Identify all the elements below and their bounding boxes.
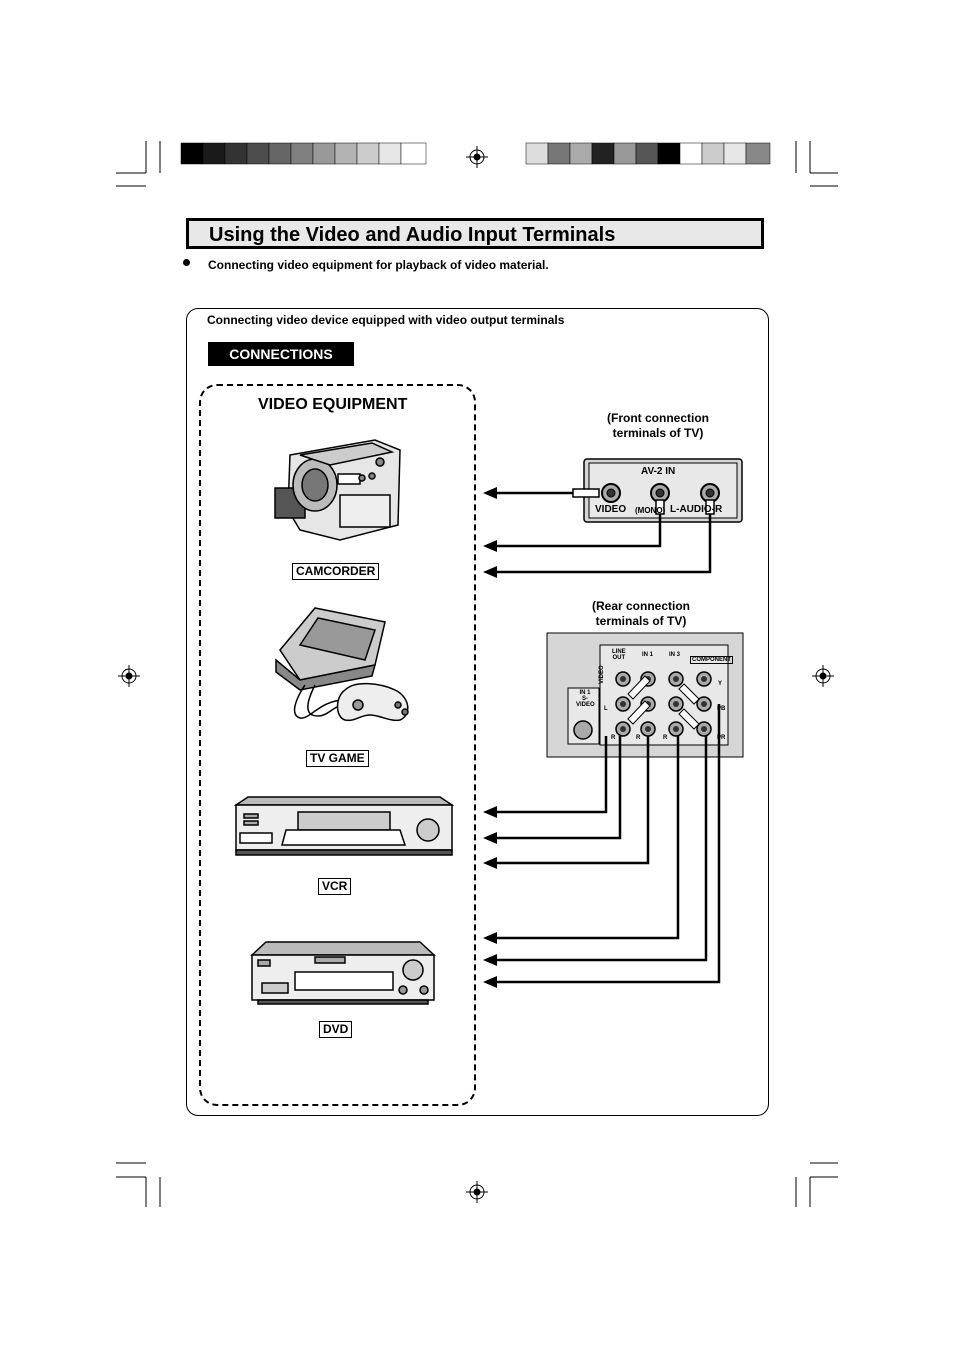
in1-svideo-label: IN 1 S-VIDEO bbox=[576, 690, 595, 708]
equipment-box bbox=[199, 384, 476, 1106]
intro-text: Connecting video equipment for playback … bbox=[208, 258, 549, 272]
line-out-label: LINE OUT bbox=[612, 649, 626, 661]
pr-label: PR bbox=[717, 735, 726, 741]
rear-in3-label: IN 3 bbox=[669, 652, 681, 658]
gray-scale-bar-right bbox=[525, 142, 771, 165]
connections-badge: CONNECTIONS bbox=[208, 342, 354, 366]
y-label: Y bbox=[718, 681, 723, 687]
rear-terminal-panel bbox=[546, 632, 744, 758]
gray-scale-bar-left bbox=[180, 142, 427, 165]
l-label: L bbox=[604, 706, 608, 712]
device-label-tv-game: TV GAME bbox=[306, 750, 369, 767]
panel-heading: Connecting video device equipped with vi… bbox=[207, 313, 565, 327]
page-title-box: Using the Video and Audio Input Terminal… bbox=[186, 218, 764, 249]
r-label-1: R bbox=[611, 735, 616, 741]
device-label-vcr: VCR bbox=[318, 878, 352, 895]
component-label: COMPONENT bbox=[690, 656, 733, 664]
bullet-icon bbox=[183, 259, 190, 266]
equipment-title: VIDEO EQUIPMENT bbox=[258, 396, 408, 413]
arrow-heads bbox=[483, 487, 497, 988]
rear-terminals-caption: (Rear connection terminals of TV) bbox=[591, 599, 690, 628]
device-label-camcorder: CAMCORDER bbox=[292, 563, 380, 580]
r-label-3: R bbox=[663, 735, 668, 741]
video-vertical-label: VIDEO bbox=[599, 665, 605, 684]
connection-panel bbox=[186, 308, 769, 1116]
av2-in-label: AV-2 IN bbox=[641, 466, 676, 477]
pb-label: PB bbox=[717, 706, 726, 712]
connection-cables bbox=[495, 488, 721, 984]
page-title: Using the Video and Audio Input Terminal… bbox=[209, 224, 616, 246]
camcorder-illustration bbox=[274, 439, 401, 541]
audio-label: L-AUDIO-R bbox=[670, 504, 723, 515]
crosshair-icon bbox=[118, 146, 834, 1203]
r-label-2: R bbox=[636, 735, 641, 741]
dvd-illustration bbox=[250, 941, 436, 1005]
video-label: VIDEO bbox=[595, 504, 627, 515]
rear-in1-label: IN 1 bbox=[642, 652, 654, 658]
vcr-illustration bbox=[233, 796, 455, 856]
mono-label: (MONO) bbox=[635, 506, 666, 515]
device-label-dvd: DVD bbox=[319, 1021, 353, 1038]
tv-game-illustration bbox=[275, 607, 409, 722]
front-terminals-caption: (Front connection terminals of TV) bbox=[607, 411, 709, 440]
